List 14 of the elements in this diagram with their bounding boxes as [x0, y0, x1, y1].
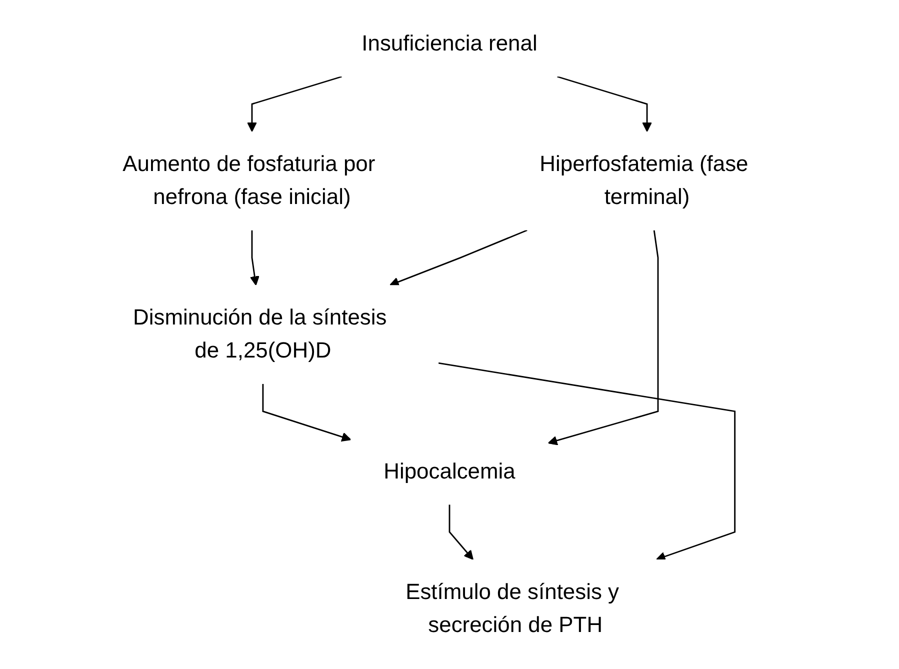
node-text: Hipocalcemia: [384, 460, 516, 484]
arrow: [438, 362, 736, 562]
arrow: [548, 230, 659, 446]
arrow: [390, 230, 528, 286]
arrow: [262, 384, 352, 442]
arrow: [557, 76, 652, 132]
node-text: Hiperfosfatemia (fase terminal): [540, 152, 748, 210]
node-text: Aumento de fosfaturia por nefrona (fase inicial): [122, 152, 376, 210]
node-text: Disminución de la síntesis de 1,25(OH)D: [133, 306, 387, 364]
node-text: Insuficiencia renal: [362, 32, 538, 56]
arrow: [250, 230, 260, 286]
node-text: Estímulo de síntesis y secreción de PTH: [406, 580, 620, 638]
arrow: [247, 76, 342, 132]
arrow: [448, 504, 474, 560]
